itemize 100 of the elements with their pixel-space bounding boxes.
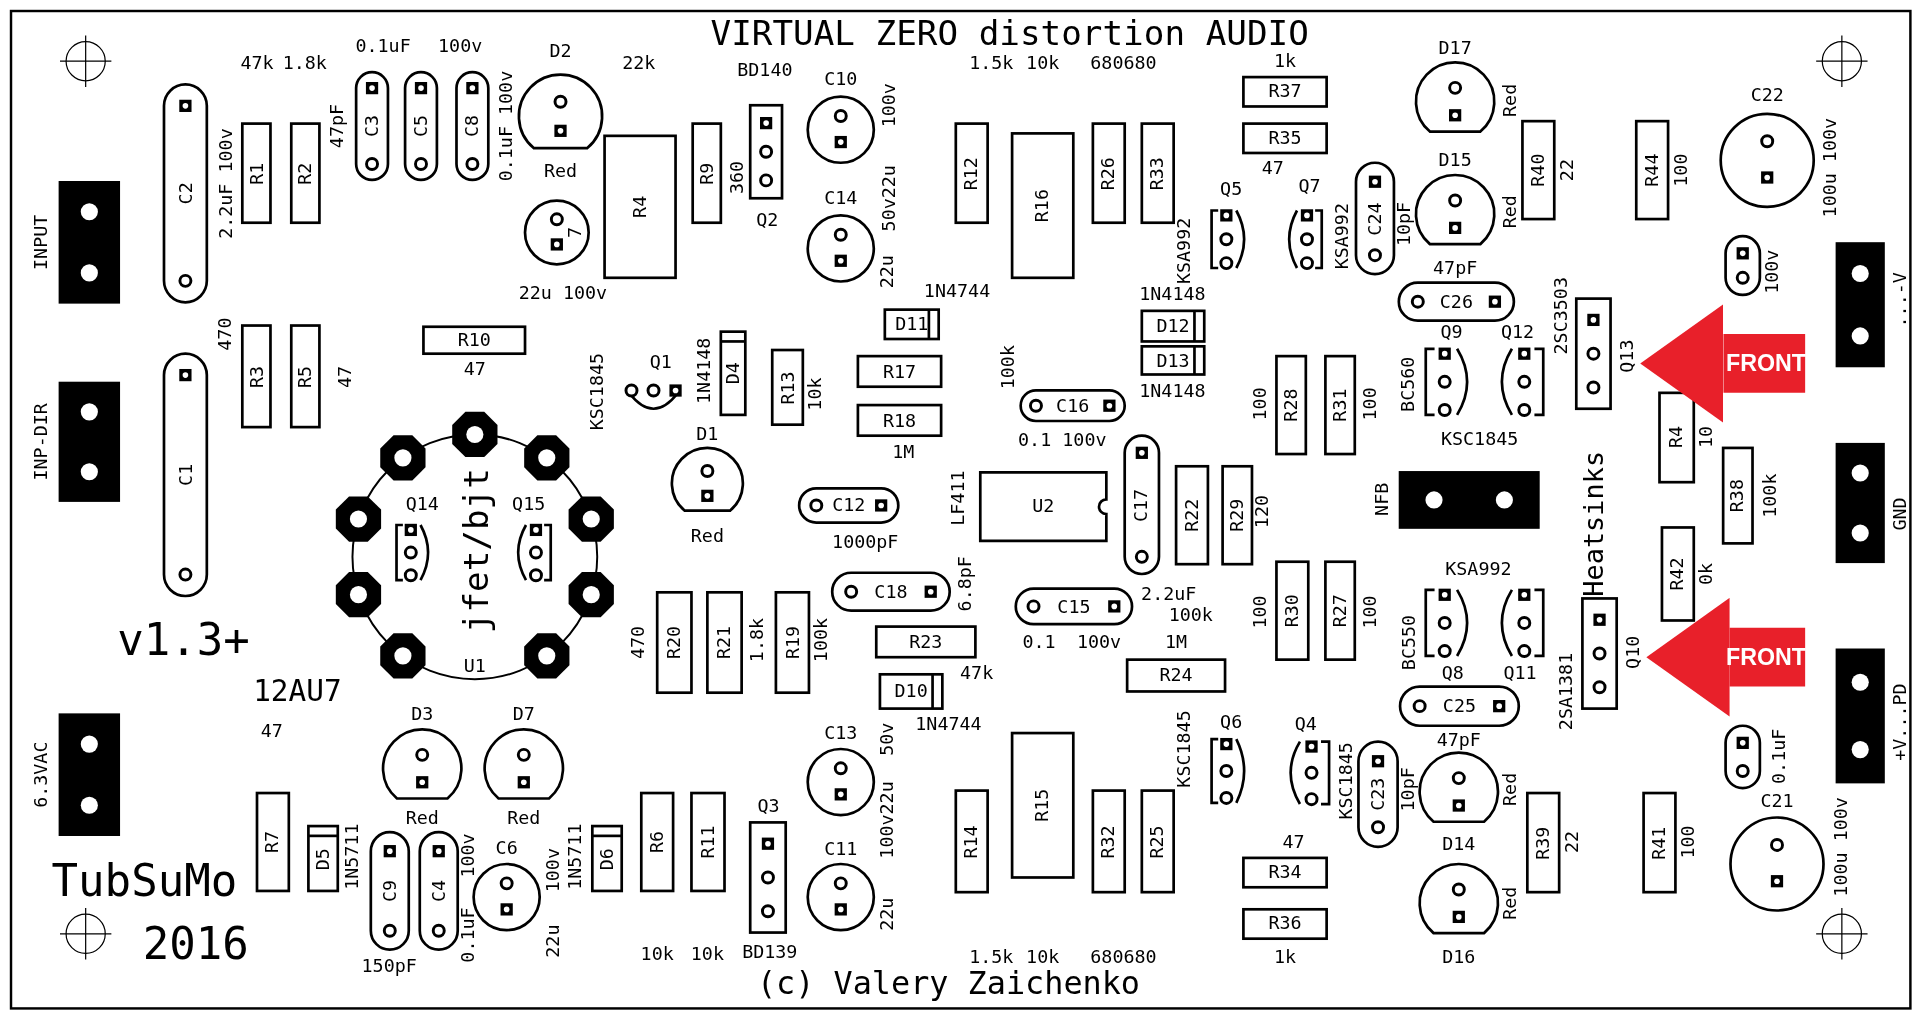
diode-footprint xyxy=(591,824,623,893)
component-designator: C8 xyxy=(463,115,482,138)
component-designator: R39 xyxy=(1534,826,1553,860)
component-designator: Q11 xyxy=(1503,663,1537,683)
component-designator: C17 xyxy=(1132,488,1151,522)
capacitor-footprint xyxy=(797,487,900,524)
block-arrow xyxy=(1640,304,1806,423)
silkscreen-text: 100u 100v xyxy=(1832,797,1852,897)
silkscreen-text: 100v xyxy=(1076,633,1122,652)
silkscreen-text: 47pF xyxy=(1436,731,1481,750)
component-designator: R1 xyxy=(247,162,266,185)
component-designator: Q4 xyxy=(1294,715,1317,734)
silkscreen-text: 680680 xyxy=(1090,54,1157,73)
resistor-footprint xyxy=(774,591,811,694)
terminal-block xyxy=(31,713,120,836)
silkscreen-text: 100k xyxy=(1761,473,1781,518)
resistor-footprint xyxy=(1174,465,1210,566)
silkscreen-text: KSC1845 xyxy=(1440,430,1519,449)
component-designator: R12 xyxy=(962,156,981,190)
component-designator: R40 xyxy=(1529,153,1548,187)
silkscreen-text: TubSuMo xyxy=(51,859,238,904)
component-designator: D3 xyxy=(411,705,434,724)
silkscreen-text: 1N4744 xyxy=(915,715,982,734)
silkscreen-text: 10k xyxy=(805,377,825,411)
silkscreen-text: 100k xyxy=(1168,606,1213,625)
component-designator: 7 xyxy=(566,227,585,239)
silkscreen-text: 100 xyxy=(1672,153,1691,187)
silkscreen-text: Red xyxy=(1501,83,1520,117)
component-designator: R6 xyxy=(648,830,667,854)
electrolytic-capacitor-footprint xyxy=(806,69,876,164)
component-designator: R4 xyxy=(630,195,650,218)
component-designator: C13 xyxy=(824,723,858,743)
diode-footprint xyxy=(719,330,747,417)
resistor-footprint xyxy=(1658,391,1695,484)
silkscreen-text: KSA992 xyxy=(1333,203,1352,270)
capacitor-footprint xyxy=(1354,161,1396,276)
silkscreen-text: 100u 100v xyxy=(1821,117,1840,218)
silkscreen-text: KSC1845 xyxy=(1337,742,1356,820)
component-designator: R4 xyxy=(1667,425,1686,448)
component-designator: D4 xyxy=(723,362,743,385)
component-designator: R32 xyxy=(1099,824,1118,858)
component-designator: C2 xyxy=(176,182,195,205)
resistor-footprint xyxy=(1660,526,1695,622)
silkscreen-text: BD140 xyxy=(737,61,793,81)
component-designator: C24 xyxy=(1365,201,1385,236)
capacitor-footprint xyxy=(1123,434,1161,576)
component-designator: R7 xyxy=(263,830,283,854)
resistor-footprint xyxy=(690,791,726,893)
component-designator: Q12 xyxy=(1500,323,1535,343)
silkscreen-text: Red xyxy=(1501,772,1520,806)
silkscreen-text: 0.1uF xyxy=(459,907,478,963)
resistor-footprint xyxy=(1010,132,1075,280)
silkscreen-text: 1.8k xyxy=(282,54,327,73)
component-designator: R23 xyxy=(909,632,943,652)
connector-label: 6.3VAC xyxy=(32,741,51,808)
silkscreen-text: 10pF xyxy=(1399,767,1418,812)
silkscreen-text: 1k xyxy=(1273,947,1297,967)
silkscreen-text: 10pF xyxy=(1395,201,1415,247)
component-designator: R44 xyxy=(1643,153,1662,187)
silkscreen-text: 100k xyxy=(999,345,1018,390)
component-designator: Q9 xyxy=(1440,323,1463,343)
silkscreen-text: 2SA1381 xyxy=(1557,652,1576,731)
resistor-footprint xyxy=(290,324,321,429)
resistor-footprint xyxy=(691,122,723,224)
component-designator: R19 xyxy=(783,625,802,660)
component-designator: C16 xyxy=(1056,396,1090,415)
component-designator: R15 xyxy=(1033,788,1052,822)
capacitor-footprint xyxy=(1724,234,1762,297)
capacitor-footprint xyxy=(1357,740,1399,849)
resistor-footprint xyxy=(1242,908,1328,940)
silkscreen-text: 47 xyxy=(1282,832,1305,852)
component-designator: R21 xyxy=(715,625,734,660)
silkscreen-text: 2.2uF 100v xyxy=(217,128,236,239)
silkscreen-text: 1k xyxy=(1273,52,1297,71)
silkscreen-text: LF411 xyxy=(949,470,968,526)
silkscreen-text: Heatsinks xyxy=(1581,450,1609,597)
silkscreen-text: 1N4744 xyxy=(923,282,991,301)
component-designator: Q1 xyxy=(649,353,672,372)
silkscreen-text: 47pF xyxy=(328,103,347,149)
silkscreen-text: 1N4148 xyxy=(1139,285,1206,305)
component-designator: Q14 xyxy=(405,495,439,514)
silkscreen-text: BD139 xyxy=(742,942,798,962)
resistor-footprint xyxy=(603,134,677,280)
silkscreen-text: 47 xyxy=(260,722,283,742)
capacitor-footprint xyxy=(162,83,209,304)
power-transistor-footprint xyxy=(749,104,784,231)
component-designator: R17 xyxy=(882,362,917,381)
silkscreen-text: KSA992 xyxy=(1445,559,1512,579)
electrolytic-capacitor-footprint xyxy=(806,188,876,283)
silkscreen-text: Red xyxy=(1501,195,1520,229)
silkscreen-text: Red xyxy=(543,162,578,181)
component-designator: R36 xyxy=(1268,914,1302,934)
component-designator: R22 xyxy=(1182,498,1202,532)
component-designator: R14 xyxy=(962,824,981,858)
resistor-footprint xyxy=(290,122,321,224)
silkscreen-text: 100 xyxy=(1251,387,1270,421)
resistor-footprint xyxy=(640,791,675,893)
capacitor-footprint xyxy=(455,71,490,182)
resistor-footprint xyxy=(1721,446,1754,545)
component-designator: C21 xyxy=(1760,792,1794,811)
